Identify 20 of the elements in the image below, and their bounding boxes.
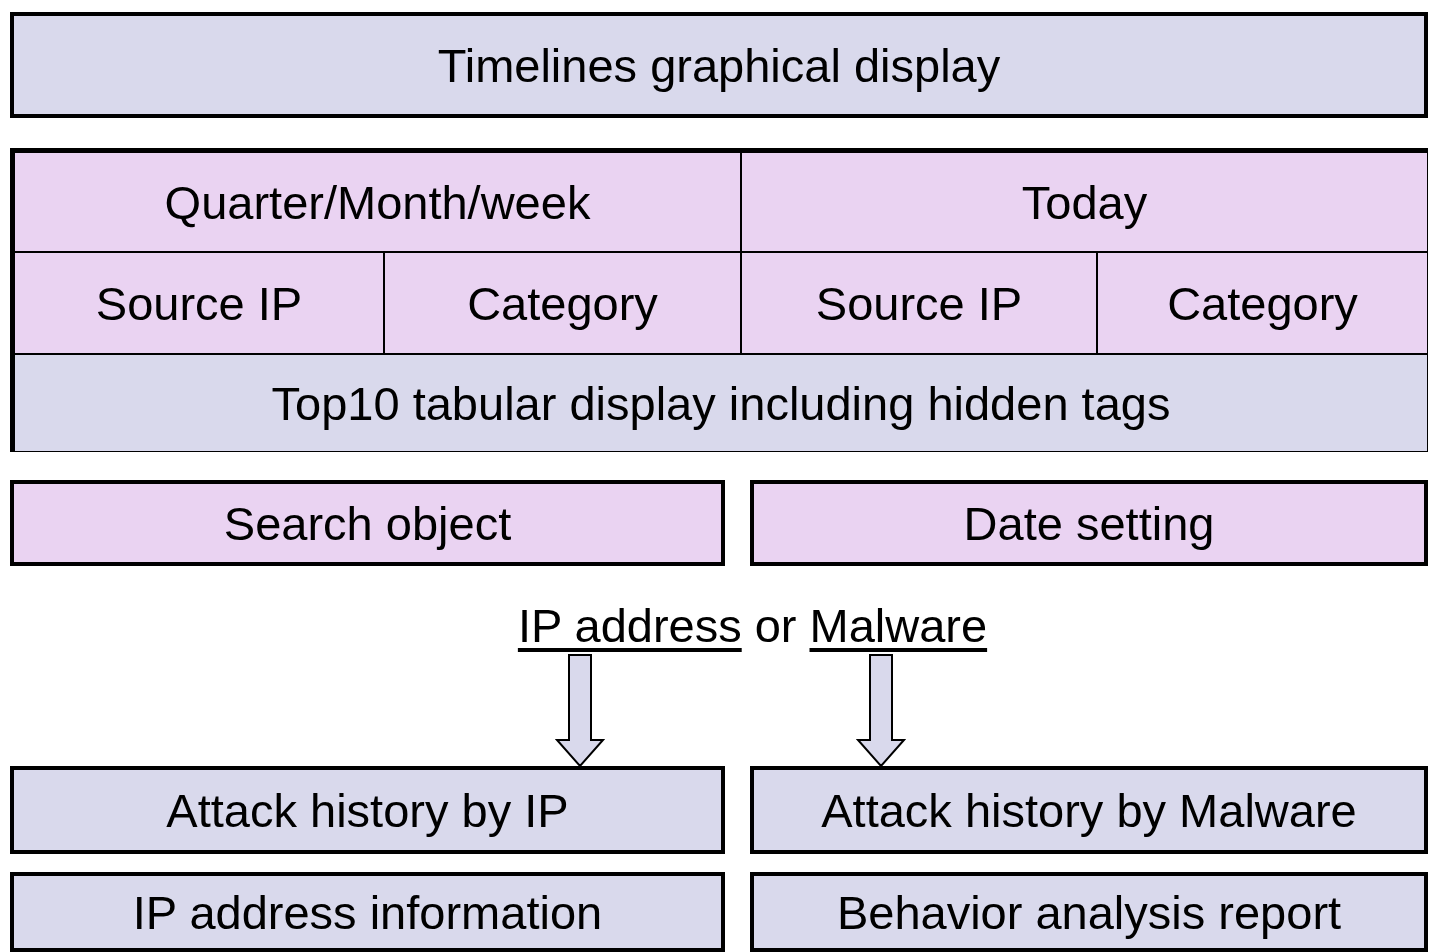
process-box: Attack history by Malware: [750, 766, 1428, 854]
header-cell: Today: [741, 152, 1428, 252]
block-arrow: [554, 654, 606, 768]
process-box: Attack history by IP: [10, 766, 725, 854]
process-box: Search object: [10, 480, 725, 566]
table-cell: Category: [1097, 252, 1428, 354]
table-cell: Source IP: [14, 252, 384, 354]
table-cell: Category: [384, 252, 741, 354]
process-box: Behavior analysis report: [750, 872, 1428, 952]
connector-word: or: [754, 598, 797, 653]
table-cell: Source IP: [741, 252, 1097, 354]
header-cell: Quarter/Month/week: [14, 152, 741, 252]
title-bar: Timelines graphical display: [10, 12, 1428, 118]
process-box: Date setting: [750, 480, 1428, 566]
table-frame: [10, 148, 1428, 452]
link-text: IP address: [517, 598, 742, 653]
block-arrow: [855, 654, 907, 768]
process-box: IP address information: [10, 872, 725, 952]
link-text: Malware: [809, 598, 988, 653]
table-cell: Top10 tabular display including hidden tags: [14, 354, 1428, 452]
